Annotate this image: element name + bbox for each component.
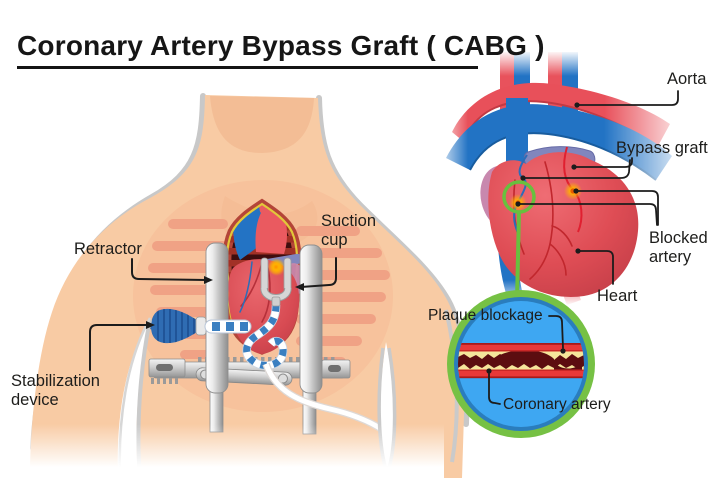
label-coronary-artery: Coronary artery	[503, 396, 611, 413]
label-bypass-graft: Bypass graft	[616, 139, 708, 157]
label-plaque-blockage: Plaque blockage	[428, 307, 543, 324]
label-heart: Heart	[597, 287, 638, 305]
label-retractor: Retractor	[74, 240, 142, 258]
title-underline	[17, 66, 478, 69]
torso	[30, 93, 470, 478]
label-aorta: Aorta	[667, 70, 707, 88]
label-stabilization-device: Stabilization device	[11, 372, 100, 410]
label-blocked-artery: Blocked artery	[649, 229, 708, 267]
heart-illustration	[432, 46, 704, 312]
retractor-blade-left	[205, 242, 229, 394]
magnify-connector	[515, 211, 521, 301]
label-suction-cup: Suction cup	[321, 212, 377, 250]
page-title: Coronary Artery Bypass Graft ( CABG )	[17, 30, 545, 61]
retractor-frame	[148, 242, 351, 435]
leader-lines	[89, 90, 679, 405]
artery-inset	[447, 290, 595, 438]
retractor-blade-right	[299, 244, 323, 394]
suction-cup-art	[242, 257, 389, 436]
